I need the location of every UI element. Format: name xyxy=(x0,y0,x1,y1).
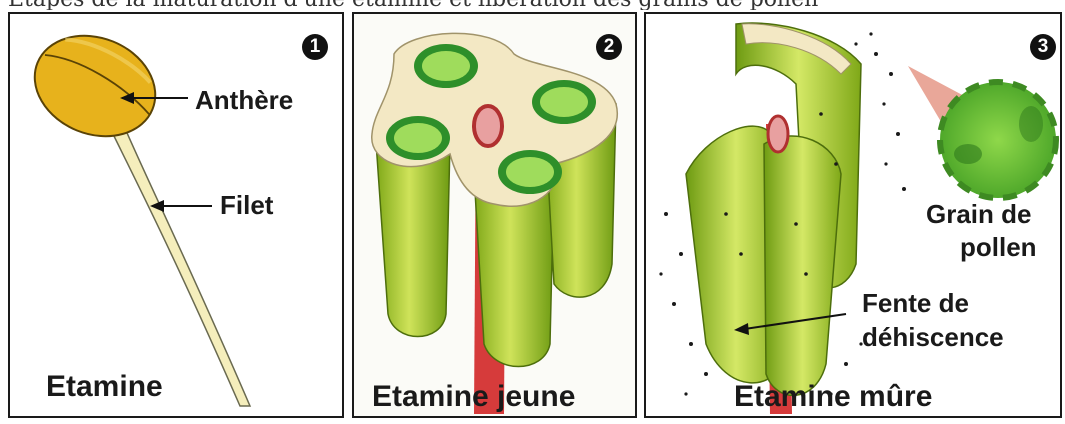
filament-shape xyxy=(112,126,250,406)
slit-label-line2: déhiscence xyxy=(862,324,1004,350)
pollen-grain-detail xyxy=(940,82,1056,198)
young-stamen-title: Etamine jeune xyxy=(372,382,575,412)
panel-number-2: 2 xyxy=(596,34,622,60)
figure-caption: Etapes de la maturation d'une étamine et… xyxy=(0,0,1065,10)
young-stamen-illustration xyxy=(354,14,637,418)
filament-label: Filet xyxy=(220,192,273,218)
panel-stamen: 1 Anthère Filet Etamine xyxy=(8,12,344,418)
pollen-label-line2: pollen xyxy=(960,234,1037,260)
slit-label-line1: Fente de xyxy=(862,290,969,316)
caption-text: Etapes de la maturation d'une étamine et… xyxy=(8,0,818,10)
dehisced-sac-front-right xyxy=(764,136,841,395)
pollen-sac-front-left xyxy=(376,142,450,337)
panel-number-3: 3 xyxy=(1030,34,1056,60)
pollen-label-line1: Grain de xyxy=(926,201,1031,227)
stamen-title: Etamine xyxy=(46,372,163,402)
mature-stamen-title: Etamine mûre xyxy=(734,382,932,412)
anther-label: Anthère xyxy=(195,87,293,113)
stamen-illustration xyxy=(10,14,344,418)
panel-young-stamen: 2 Etamine jeune xyxy=(352,12,637,418)
anther-shape xyxy=(20,18,171,153)
panel-number-1: 1 xyxy=(302,34,328,60)
panel-mature-stamen: 3 Grain de pollen Fente de déhiscence Et… xyxy=(644,12,1062,418)
